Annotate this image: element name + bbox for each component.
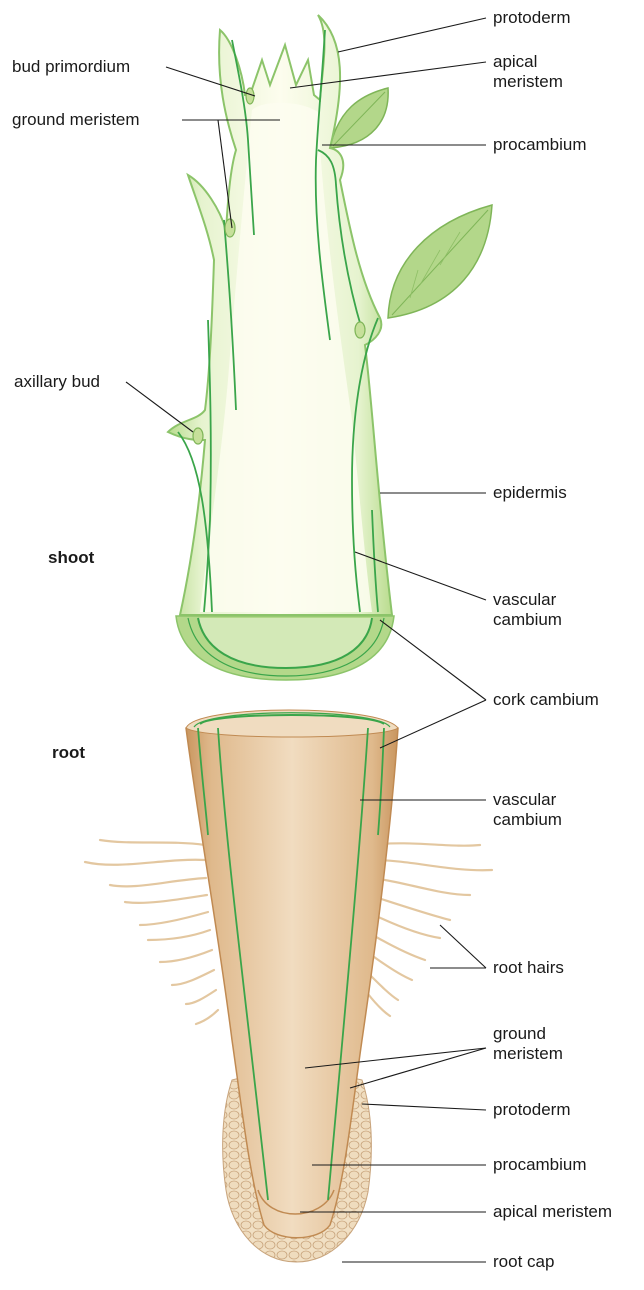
label-ground-meristem-top: ground meristem [12, 110, 140, 130]
label-bud-primordium: bud primordium [12, 57, 130, 77]
leaf-lower [388, 205, 492, 318]
label-root-cap: root cap [493, 1252, 554, 1272]
label-ground-meristem-bottom: ground meristem [493, 1024, 563, 1064]
label-shoot: shoot [48, 548, 94, 568]
label-protoderm-top: protoderm [493, 8, 570, 28]
shoot-cross-section [176, 616, 394, 680]
label-protoderm-bottom: protoderm [493, 1100, 570, 1120]
label-cork-cambium: cork cambium [493, 690, 599, 710]
label-root: root [52, 743, 85, 763]
label-apical-meristem-top: apical meristem [493, 52, 563, 92]
label-epidermis: epidermis [493, 483, 567, 503]
label-vascular-cambium-bottom: vascular cambium [493, 790, 562, 830]
label-procambium-top: procambium [493, 135, 587, 155]
label-axillary-bud: axillary bud [14, 372, 100, 392]
label-vascular-cambium-top: vascular cambium [493, 590, 562, 630]
shoot-group [168, 15, 492, 680]
label-root-hairs: root hairs [493, 958, 564, 978]
root-group [85, 710, 492, 1262]
label-procambium-bottom: procambium [493, 1155, 587, 1175]
label-apical-meristem-bottom: apical meristem [493, 1202, 612, 1222]
